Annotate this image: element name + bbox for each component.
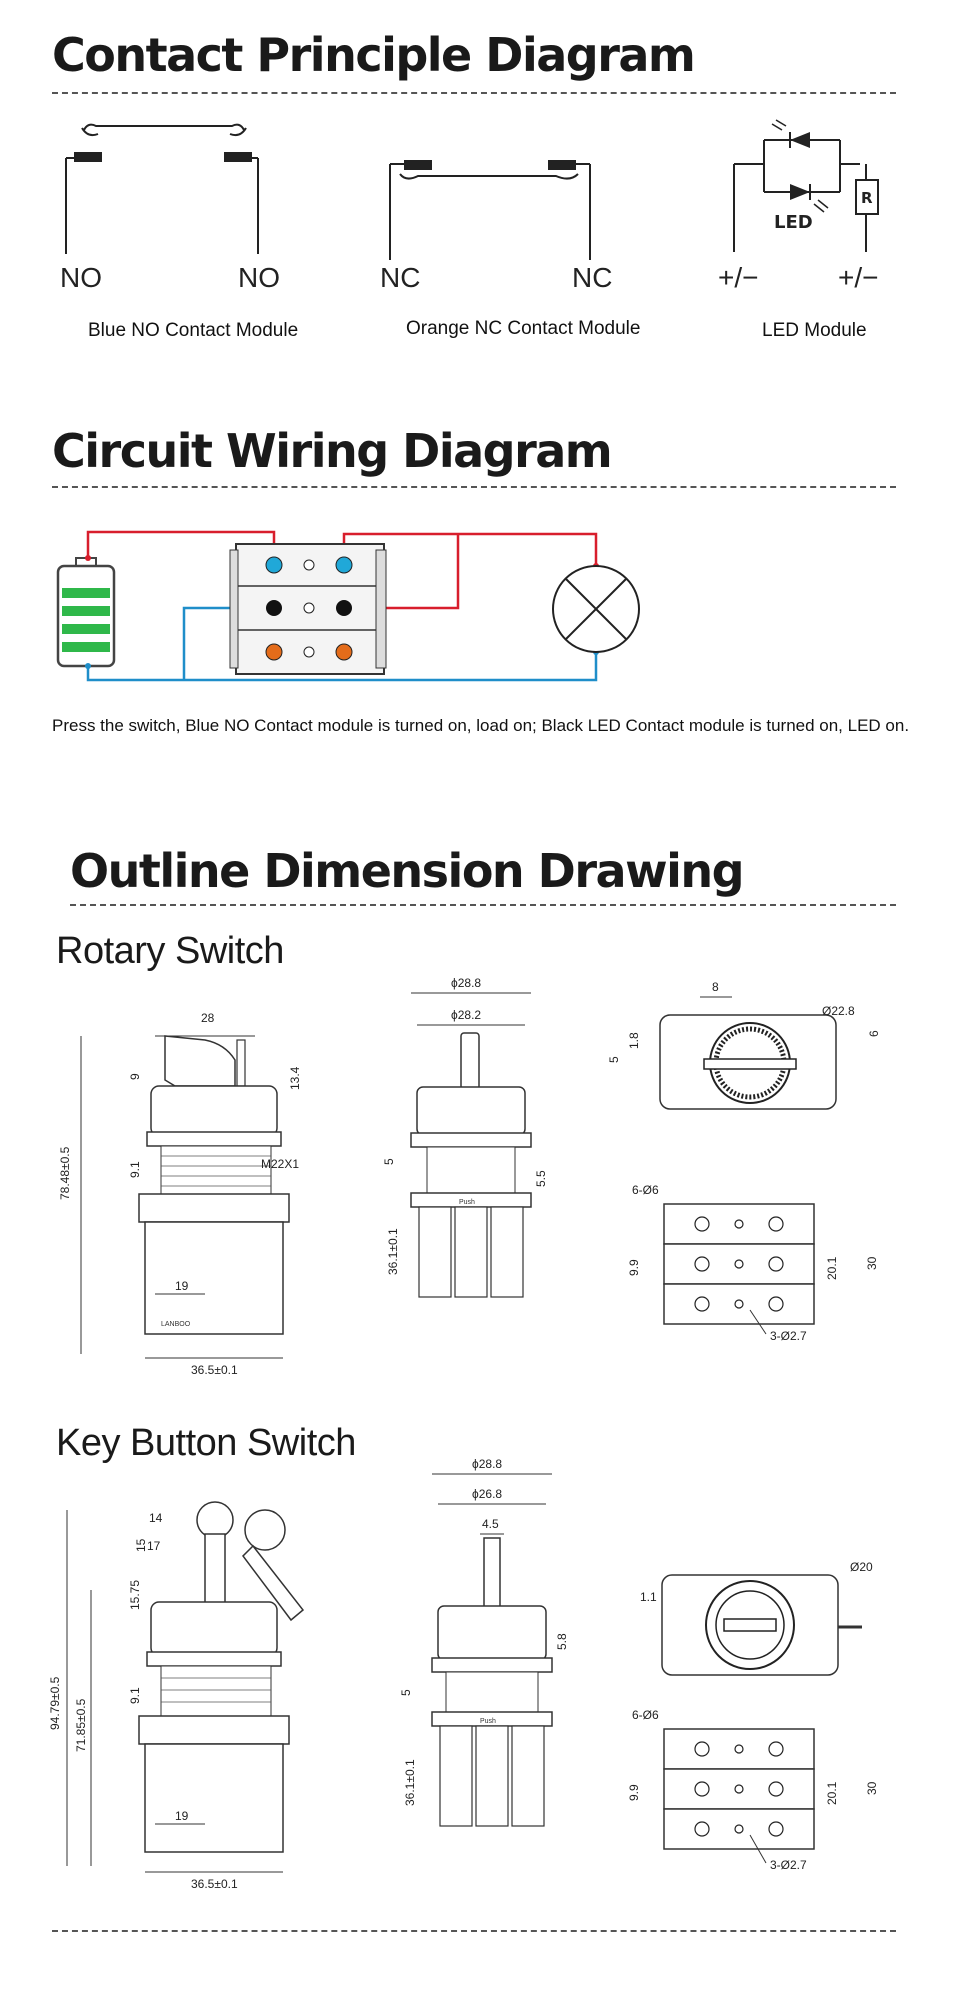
dim-5-5: 5.5 <box>534 1170 548 1187</box>
key-switch-title: Key Button Switch <box>56 1422 356 1464</box>
dim-94-79: 94.79±0.5 <box>48 1676 62 1730</box>
nc-contact-diagram <box>389 160 591 260</box>
brand-label: LANBOO <box>161 1321 191 1328</box>
nc-terminal-right: NC <box>572 262 613 293</box>
dim-20-1: 20.1 <box>825 1256 839 1280</box>
dim-15: 15 <box>134 1538 148 1552</box>
dim-key-36-1: 36.1±0.1 <box>403 1759 417 1806</box>
dim-3-holes: 3-Ø2.7 <box>770 1329 807 1343</box>
rotary-side-view: 78.48±0.5 28 9 13.4 M22X1 9.1 19 LANBOO … <box>58 1011 302 1377</box>
dim-key-9-1: 9.1 <box>128 1687 142 1704</box>
dim-17: 17 <box>147 1539 161 1553</box>
dim-5-8: 5.8 <box>555 1633 569 1650</box>
dim-13-4: 13.4 <box>288 1066 302 1090</box>
key-rear-view: 6-Ø6 9.9 20.1 30 3-Ø2.7 <box>627 1708 879 1872</box>
rotary-front-view: ϕ28.8 ϕ28.2 5 5.5 Push 36.1±0.1 <box>382 976 548 1298</box>
dim-key-19: 19 <box>175 1809 189 1823</box>
dim-key-30: 30 <box>865 1781 879 1795</box>
dim-phi-28-8: ϕ28.8 <box>451 976 481 990</box>
key-front-view: ϕ28.8 ϕ26.8 4.5 5.8 5 Push 36.1±0.1 <box>399 1457 569 1827</box>
lamp-icon <box>552 565 640 653</box>
dim-19: 19 <box>175 1279 189 1293</box>
dim-4-5: 4.5 <box>482 1517 499 1531</box>
no-terminal-right: NO <box>238 262 280 293</box>
no-contact-diagram <box>65 123 259 254</box>
dim-36-1: 36.1±0.1 <box>386 1228 400 1275</box>
divider <box>52 486 896 488</box>
divider-bottom <box>52 1930 896 1932</box>
wiring-diagram <box>56 530 640 682</box>
dim-key-phi-28-8: ϕ28.8 <box>472 1457 502 1471</box>
no-terminal-left: NO <box>60 262 102 293</box>
dim-1-8: 1.8 <box>627 1032 641 1049</box>
rotary-rear-view: 6-Ø6 9.9 20.1 30 3-Ø2.7 <box>627 1183 879 1343</box>
dim-5b: 5 <box>607 1056 621 1063</box>
dim-15-75: 15.75 <box>128 1580 142 1610</box>
contact-block <box>229 543 387 675</box>
dim-71-85: 71.85±0.5 <box>74 1698 88 1752</box>
dim-phi-20: Ø20 <box>850 1560 873 1574</box>
key-icon <box>196 1501 305 1622</box>
dim-9: 9 <box>128 1073 142 1080</box>
wiring-note: Press the switch, Blue NO Contact module… <box>52 716 910 735</box>
key-top-view: Ø20 1.1 <box>640 1560 873 1676</box>
nc-module-caption: Orange NC Contact Module <box>406 318 641 339</box>
dim-78-48: 78.48±0.5 <box>58 1146 72 1200</box>
nc-terminal-left: NC <box>380 262 421 293</box>
dim-key-5: 5 <box>399 1689 413 1696</box>
dim-9-1: 9.1 <box>128 1161 142 1178</box>
dim-1-1: 1.1 <box>640 1590 657 1604</box>
resistor-label: R <box>861 189 873 207</box>
dim-phi-28-2: ϕ28.2 <box>451 1008 481 1022</box>
key-side-view: 94.79±0.5 71.85±0.5 14 15 17 15.75 9.1 1… <box>48 1501 305 1891</box>
dim-phi-22-8: Ø22.8 <box>822 1004 855 1018</box>
dim-key-6-holes: 6-Ø6 <box>632 1708 659 1722</box>
dim-key-3-holes: 3-Ø2.7 <box>770 1858 807 1872</box>
rotary-top-view: 8 Ø22.8 5 1.8 6 <box>607 980 881 1110</box>
led-module-diagram: R LED <box>733 119 879 252</box>
dim-36-5: 36.5±0.1 <box>191 1363 238 1377</box>
dim-phi-26-8: ϕ26.8 <box>472 1487 502 1501</box>
battery-icon <box>56 557 116 668</box>
rotary-switch-title: Rotary Switch <box>56 930 284 972</box>
section-title-outline: Outline Dimension Drawing <box>70 844 745 898</box>
section-title-contact: Contact Principle Diagram <box>52 28 696 82</box>
section-title-wiring: Circuit Wiring Diagram <box>52 424 613 478</box>
push-label: Push <box>459 1199 475 1206</box>
dim-14: 14 <box>149 1511 163 1525</box>
dim-m22: M22X1 <box>261 1157 299 1171</box>
dim-key-20-1: 20.1 <box>825 1781 839 1805</box>
led-terminal-left: +/− <box>718 262 759 293</box>
led-label: LED <box>774 212 813 233</box>
dim-6: 6 <box>867 1030 881 1037</box>
divider <box>70 904 896 906</box>
key-push-label: Push <box>480 1718 496 1725</box>
dim-28: 28 <box>201 1011 215 1025</box>
dim-6-holes: 6-Ø6 <box>632 1183 659 1197</box>
dim-key-36-5: 36.5±0.1 <box>191 1877 238 1891</box>
led-module-caption: LED Module <box>762 320 867 341</box>
dim-key-9-9: 9.9 <box>627 1784 641 1801</box>
dim-9-9: 9.9 <box>627 1259 641 1276</box>
no-module-caption: Blue NO Contact Module <box>88 320 299 341</box>
led-terminal-right: +/− <box>838 262 879 293</box>
dim-8: 8 <box>712 980 719 994</box>
dim-5: 5 <box>382 1158 396 1165</box>
divider <box>52 92 896 94</box>
dim-30: 30 <box>865 1256 879 1270</box>
